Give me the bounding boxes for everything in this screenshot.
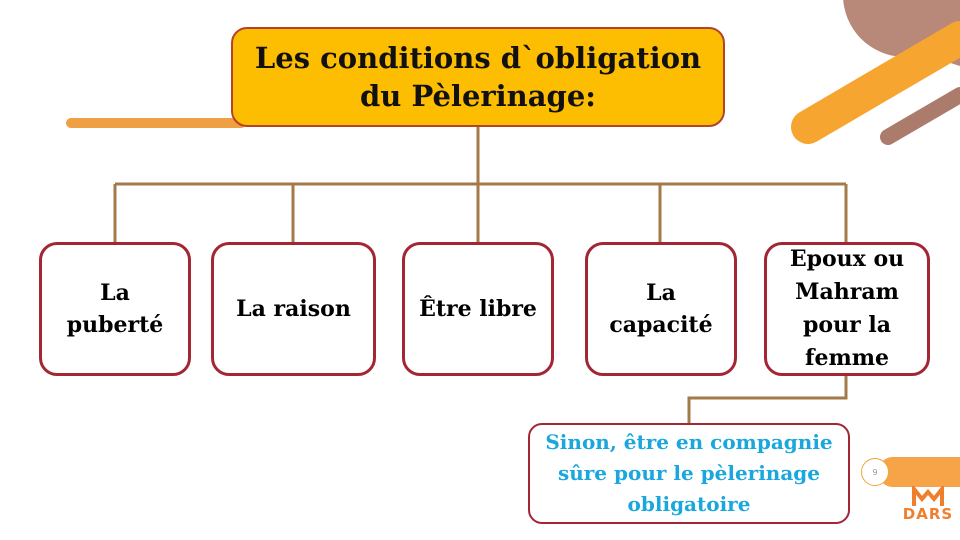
logo-text: DARS xyxy=(902,505,954,523)
condition-text: Être libre xyxy=(419,296,537,322)
orange-diagonal-band xyxy=(791,21,960,144)
condition-box-etre-libre: Être libre xyxy=(402,242,554,376)
condition-box-mahram: Epoux ou Mahram pour la femme xyxy=(764,242,930,376)
condition-text: pour la xyxy=(803,312,891,338)
page-tab-shape xyxy=(878,457,960,487)
condition-text: Mahram xyxy=(795,279,899,305)
condition-text: Epoux ou xyxy=(789,246,905,272)
condition-text: La raison xyxy=(236,296,351,322)
title-line-2: du Pèlerinage: xyxy=(359,79,596,113)
condition-text: femme xyxy=(804,345,889,371)
note-text: sûre pour le pèlerinage xyxy=(557,461,821,485)
condition-text: capacité xyxy=(609,312,713,338)
dars-logo-icon xyxy=(912,486,944,506)
condition-box-raison: La raison xyxy=(211,242,376,376)
taupe-diagonal-band xyxy=(880,87,960,145)
note-box: Sinon, être en compagnie sûre pour le pè… xyxy=(528,423,850,524)
title-underline-bar xyxy=(66,118,246,128)
condition-text: La xyxy=(100,280,130,306)
condition-box-puberte: La puberté xyxy=(39,242,191,376)
condition-box-capacite: La capacité xyxy=(585,242,737,376)
page-number: 9 xyxy=(861,458,889,486)
condition-text: puberté xyxy=(66,312,164,338)
note-text: Sinon, être en compagnie xyxy=(545,430,833,454)
title-line-1: Les conditions d`obligation xyxy=(254,41,702,75)
condition-text: La xyxy=(646,280,676,306)
note-connector-line xyxy=(687,376,848,423)
title-box: Les conditions d`obligation du Pèlerinag… xyxy=(231,27,725,127)
note-text: obligatoire xyxy=(627,492,751,516)
